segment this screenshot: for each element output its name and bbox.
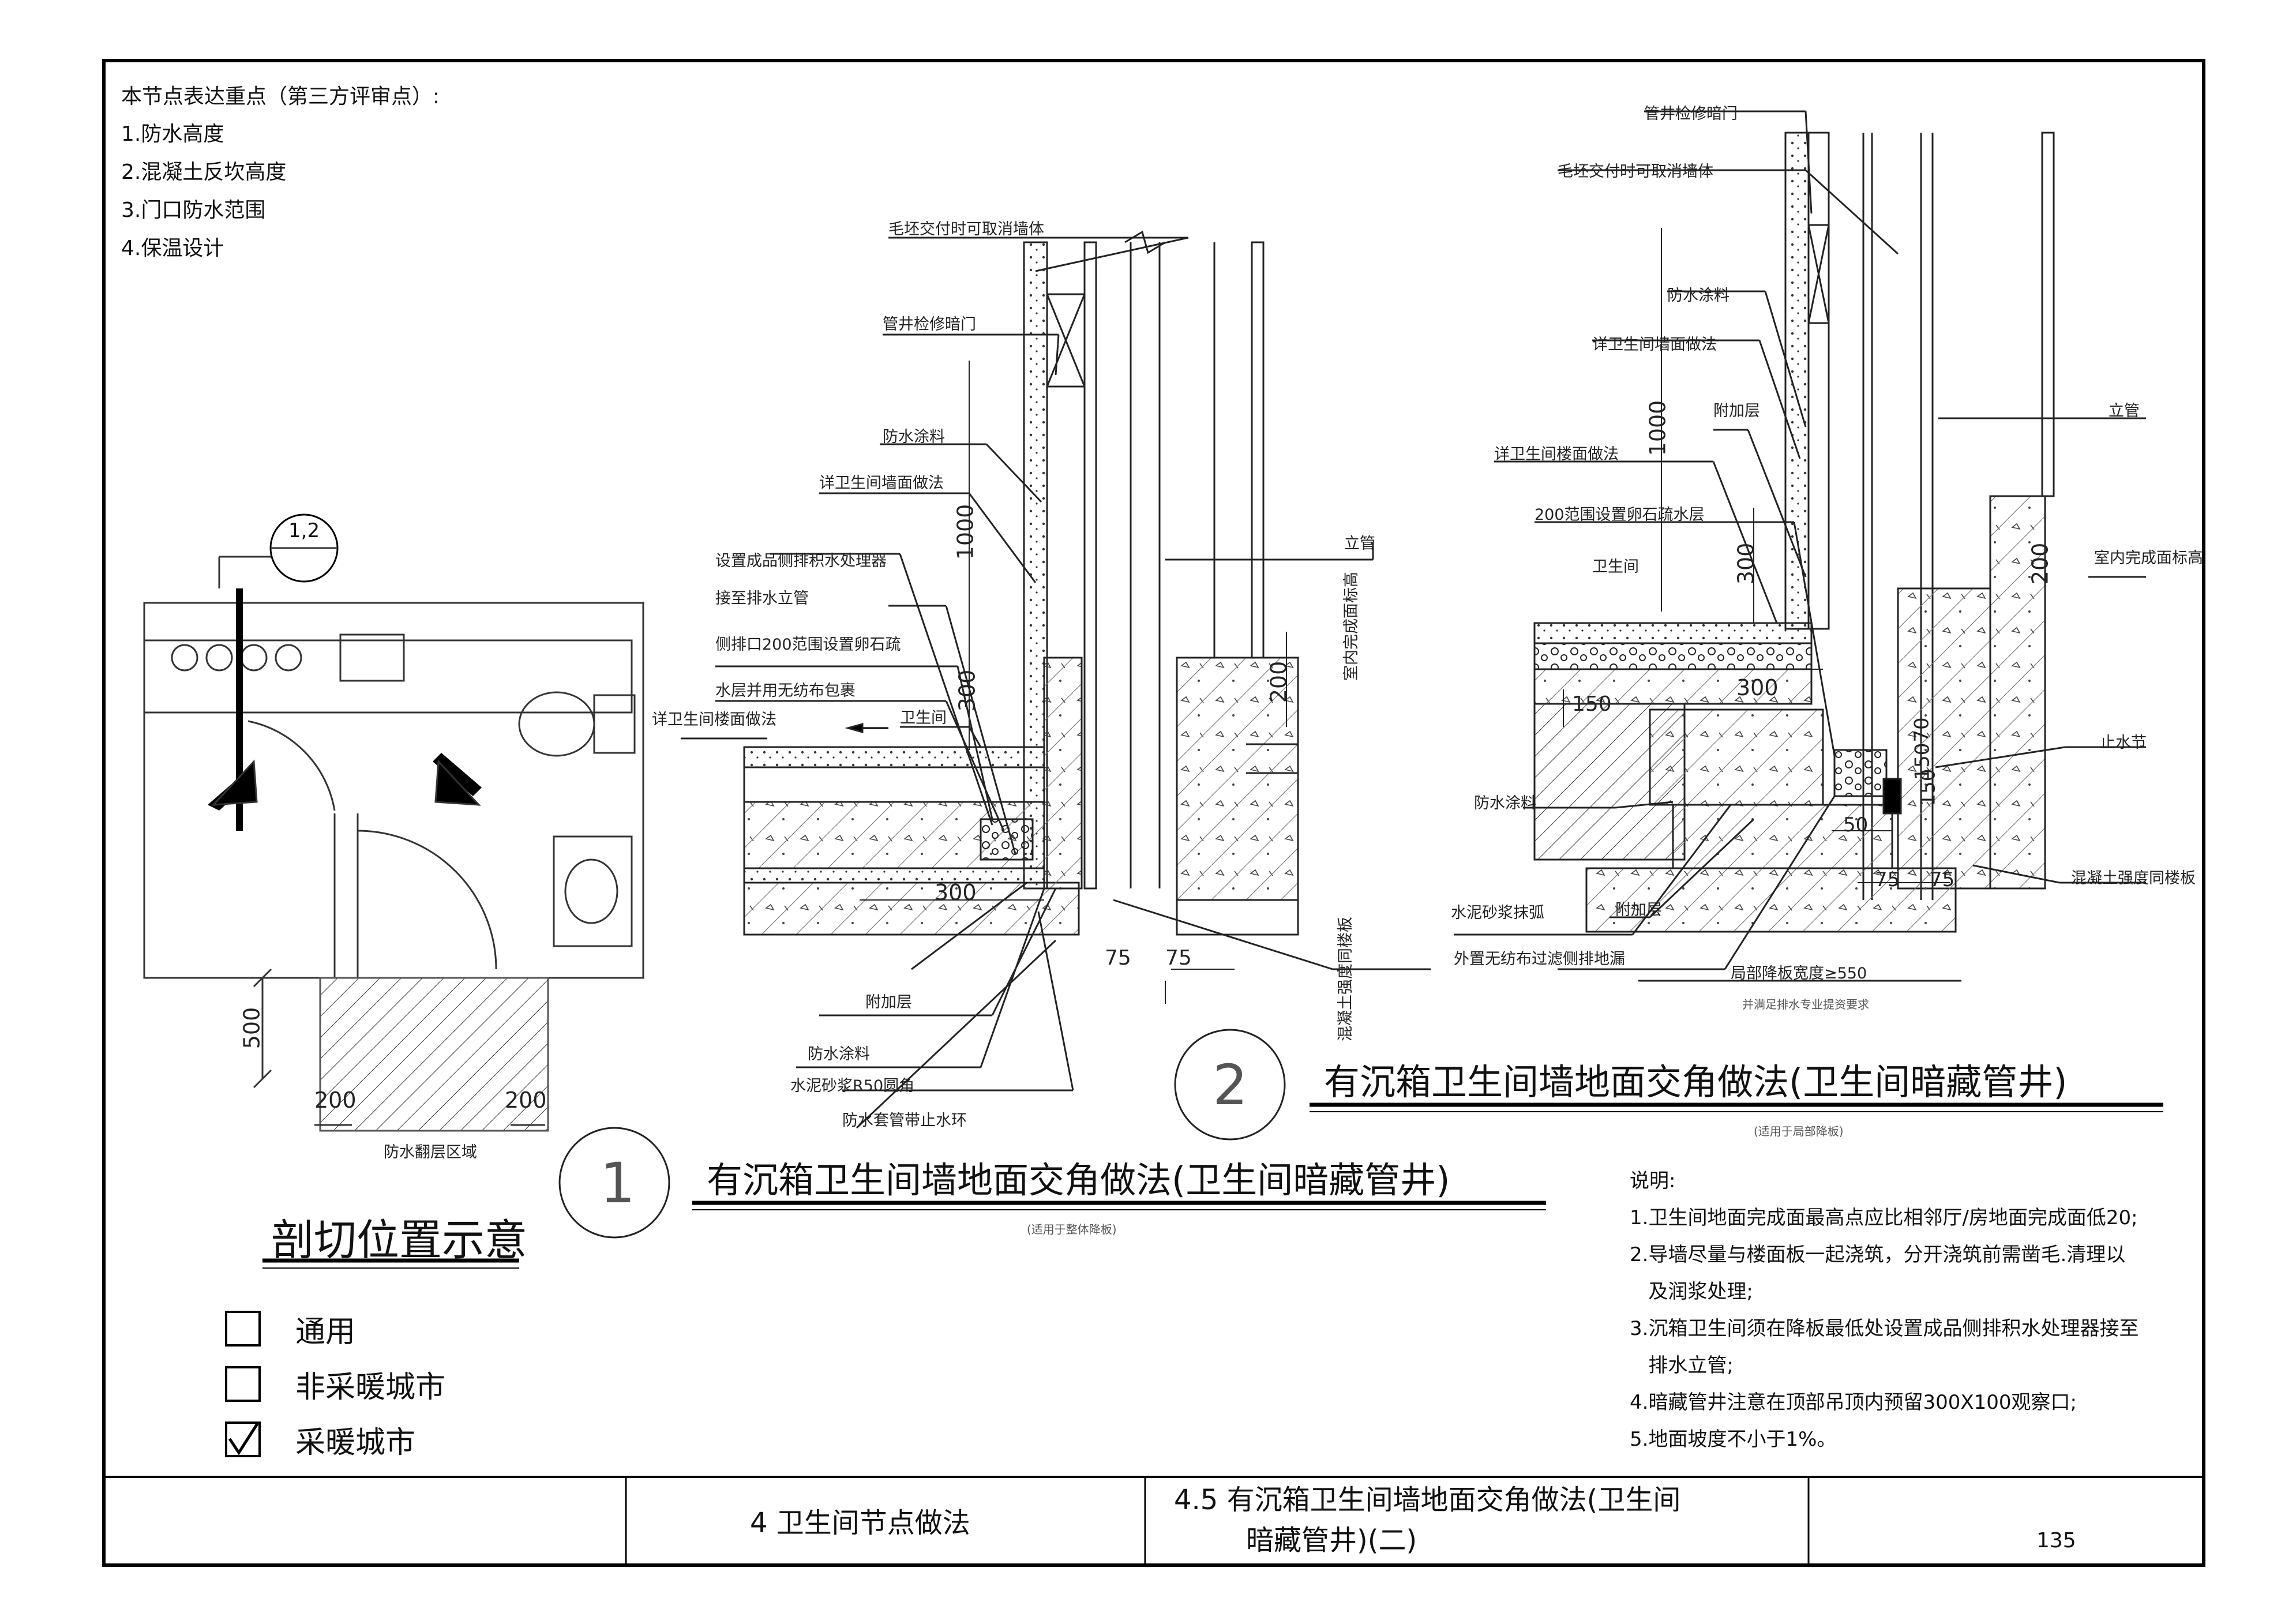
- d1-label-concrete-curb: 混凝土强度同楼板: [1337, 917, 1355, 1041]
- legend-checkbox[interactable]: [225, 1366, 261, 1402]
- legend-label: 通用: [295, 1314, 356, 1349]
- d1-label-additional-layer: 附加层: [865, 993, 912, 1011]
- d2-label-wall-removable: 毛坯交付时可取消墙体: [1558, 163, 1713, 181]
- plan-dim-500: 500: [239, 1007, 265, 1049]
- d2-dim-70: 70: [1910, 717, 1934, 742]
- d2-label-local-note: 并满足排水专业提资要求: [1742, 997, 1869, 1011]
- d2-label-concrete-curb: 混凝土强度同楼板: [2071, 869, 2196, 887]
- title-block-page: 135: [2036, 1529, 2076, 1552]
- title-block-drawing-line1: 4.5 有沉箱卫生间墙地面交角做法(卫生间: [1174, 1484, 1681, 1516]
- d2-label-mortar-fillet: 水泥砂浆抹弧: [1451, 904, 1544, 922]
- d2-dim-150: 150: [1572, 692, 1612, 716]
- plan-sketch: [143, 513, 644, 1132]
- legend: 通用 非采暖城市 采暖城市: [225, 1301, 445, 1467]
- d2-title: 有沉箱卫生间墙地面交角做法(卫生间暗藏管井): [1324, 1061, 2068, 1103]
- d1-label-waterproof-coating: 防水涂料: [883, 428, 945, 446]
- d1-label-riser: 立管: [1344, 535, 1375, 553]
- legend-item: 通用: [225, 1301, 445, 1356]
- d1-label-wall-removable: 毛坯交付时可取消墙体: [888, 220, 1044, 238]
- title-block-chapter: 4 卫生间节点做法: [750, 1507, 970, 1539]
- keypoint-item: 4.保温设计: [121, 237, 224, 260]
- d2-dim-200: 200: [2027, 542, 2053, 585]
- d1-label-mortar-fillet: 水泥砂浆R50圆角: [790, 1077, 915, 1095]
- d1-dim-300: 300: [954, 669, 980, 712]
- notes-block: 说明: 1.卫生间地面完成面最高点应比相邻厅/房地面完成面低20; 2.导墙尽量…: [1630, 1162, 2139, 1458]
- d1-subtitle: (适用于整体降板): [1027, 1222, 1117, 1236]
- d2-dim-1000: 1000: [1645, 400, 1671, 456]
- keypoint-item: 3.门口防水范围: [121, 198, 266, 222]
- legend-checkbox[interactable]: [225, 1422, 261, 1457]
- legend-item: 非采暖城市: [225, 1356, 445, 1412]
- detail2-linework: [1454, 110, 2146, 982]
- d1-label-drain-device-2: 接至排水立管: [715, 590, 809, 607]
- plan-caption: 剖切位置示意: [271, 1216, 527, 1265]
- d1-title: 有沉箱卫生间墙地面交角做法(卫生间暗藏管井): [707, 1159, 1450, 1201]
- note-item: 4.暗藏管井注意在顶部吊顶内预留300X100观察口;: [1630, 1391, 2077, 1414]
- d1-label-gravel-2: 水层并用无纺布包裹: [715, 682, 856, 700]
- detail1-linework: [681, 230, 1431, 1129]
- d1-dim-75b: 75: [1165, 946, 1192, 970]
- d1-label-drain-device-1: 设置成品侧排积水处理器: [715, 552, 887, 570]
- d1-label-gravel-1: 侧排口200范围设置卵石疏: [715, 636, 901, 654]
- d2-dim-300h: 300: [1736, 675, 1779, 700]
- d1-number: 1: [600, 1151, 636, 1216]
- d2-dim-300: 300: [1733, 542, 1759, 585]
- d1-dim-200: 200: [1266, 661, 1292, 703]
- d1-label-access-door: 管井检修暗门: [883, 316, 976, 333]
- d2-dim-150c: 150: [1916, 768, 1940, 807]
- d2-dim-75a: 75: [1875, 868, 1900, 891]
- d1-label-waterproof-coating-2: 防水涂料: [808, 1045, 870, 1063]
- check-icon: [228, 1423, 259, 1456]
- notes-heading: 说明:: [1630, 1169, 1676, 1192]
- d2-dim-75b: 75: [1930, 868, 1955, 891]
- d2-label-floor-finish: 详卫生间楼面做法: [1494, 445, 1619, 463]
- plan-dim-200-right: 200: [505, 1087, 547, 1113]
- note-item: 2.导墙尽量与楼面板一起浇筑，分开浇筑前需凿毛.清理以: [1630, 1243, 2126, 1266]
- d2-label-additional-layer: 附加层: [1713, 402, 1760, 420]
- d2-label-local-width: 局部降板宽度≥550: [1731, 965, 1867, 982]
- d1-dim-75a: 75: [1105, 946, 1131, 970]
- d2-label-bathroom: 卫生间: [1592, 558, 1639, 576]
- d2-label-access-door: 管井检修暗门: [1644, 105, 1738, 123]
- section-mark-label: 1,2: [288, 519, 320, 542]
- d1-label-bathroom: 卫生间: [900, 709, 947, 727]
- note-item: 3.沉箱卫生间须在降板最低处设置成品侧排积水处理器接至: [1630, 1317, 2139, 1340]
- plan-dim-200-left: 200: [314, 1087, 357, 1113]
- d1-dim-1000: 1000: [952, 504, 978, 560]
- d2-label-additional-layer-2: 附加层: [1615, 901, 1662, 919]
- note-item: 1.卫生间地面完成面最高点应比相邻厅/房地面完成面低20;: [1630, 1206, 2138, 1229]
- d1-label-sleeve-ring: 防水套管带止水环: [842, 1112, 967, 1130]
- keypoints-heading: 本节点表达重点（第三方评审点）:: [121, 85, 440, 108]
- d1-label-indoor-level: 室内完成面标高: [1342, 572, 1360, 681]
- d2-label-waterstop: 止水节: [2100, 734, 2147, 752]
- d2-subtitle: (适用于局部降板): [1754, 1124, 1844, 1138]
- d2-label-waterproof-coating: 防水涂料: [1667, 287, 1729, 305]
- door-zone-label: 防水翻层区域: [384, 1143, 477, 1161]
- d1-label-wall-finish: 详卫生间墙面做法: [819, 474, 944, 492]
- note-item: 排水立管;: [1630, 1354, 1734, 1377]
- legend-checkbox[interactable]: [225, 1311, 261, 1347]
- keypoint-item: 1.防水高度: [121, 122, 224, 146]
- title-block-drawing-line2: 暗藏管井)(二): [1246, 1524, 1417, 1557]
- d2-number: 2: [1213, 1053, 1248, 1117]
- legend-item: 采暖城市: [225, 1412, 445, 1467]
- d2-label-riser: 立管: [2109, 402, 2140, 420]
- d2-label-gravel: 200范围设置卵石疏水层: [1535, 506, 1705, 524]
- d1-dim-300b: 300: [935, 880, 977, 905]
- keypoint-item: 2.混凝土反坎高度: [121, 160, 287, 184]
- d2-label-waterproof-coating-2: 防水涂料: [1474, 794, 1536, 812]
- d2-label-indoor-level: 室内完成面标高: [2094, 549, 2203, 567]
- d1-label-floor-finish: 详卫生间楼面做法: [652, 711, 776, 729]
- d2-label-wall-finish: 详卫生间墙面做法: [1592, 336, 1717, 354]
- legend-label: 非采暖城市: [295, 1370, 446, 1405]
- d2-label-geotextile: 外置无纺布过滤侧排地漏: [1454, 950, 1625, 968]
- legend-label: 采暖城市: [295, 1425, 416, 1460]
- note-item: 及润浆处理;: [1630, 1280, 1753, 1303]
- d2-dim-50: 50: [1843, 813, 1869, 837]
- note-item: 5.地面坡度不小于1%。: [1630, 1428, 1837, 1451]
